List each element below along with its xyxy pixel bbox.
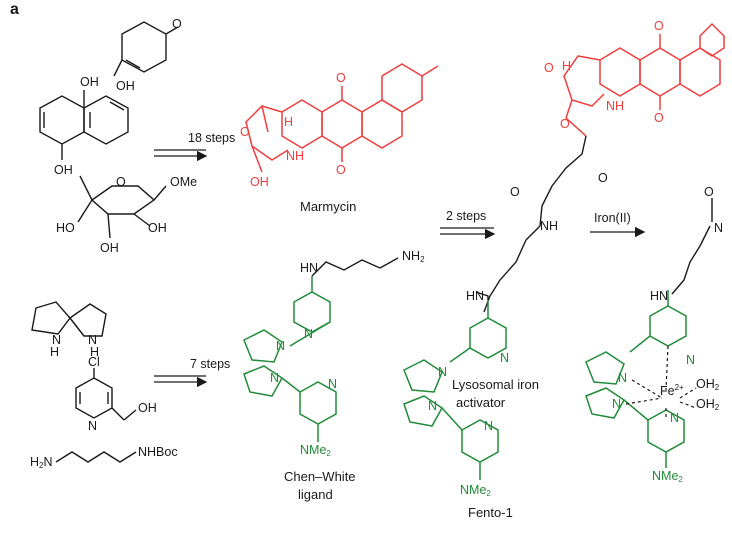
atom-label-nme2: NMe2 (300, 443, 331, 458)
atom-label-oh: OH (54, 163, 73, 177)
atom-label-n: N (714, 221, 724, 235)
arrow-label-18-steps: 18 steps (188, 131, 236, 145)
atom-label-oh2: OH2 (696, 397, 720, 412)
atom-label-nme2: NMe2 (652, 469, 683, 484)
ester-linker-structure (483, 135, 587, 313)
atom-label-o: O (598, 171, 608, 185)
atom-label-o: O (116, 175, 126, 189)
atom-label-oh: OH (80, 75, 99, 89)
atom-label-oh: OH (148, 221, 167, 235)
fento1-linker (475, 291, 489, 300)
atom-label-n: N (612, 397, 622, 411)
marmycin-structure (245, 63, 439, 173)
atom-label-n: N (438, 365, 448, 379)
panel-label: a (10, 1, 19, 18)
atom-label-n: N (500, 351, 510, 365)
atom-label-n: N (88, 419, 98, 433)
atom-label-o: O (560, 117, 570, 131)
boc-diamine-structure (55, 451, 137, 463)
compound-label-chen-white-line2: ligand (298, 487, 333, 502)
atom-label-o: O (240, 125, 250, 139)
atom-label-n: N (52, 333, 62, 347)
atom-label-o: O (654, 19, 664, 33)
atom-label-ome: OMe (170, 175, 198, 189)
atom-label-oh: OH (138, 401, 157, 415)
atom-label-h: H (562, 59, 572, 73)
arrow-label-2-steps: 2 steps (446, 209, 487, 223)
atom-label-o: O (336, 163, 346, 177)
compound-label-marmycin: Marmycin (300, 199, 357, 214)
arrow-label-7-steps: 7 steps (190, 357, 231, 371)
atom-label-oh2: OH2 (696, 377, 720, 392)
atom-label-cl: Cl (88, 355, 100, 369)
atom-label-n: N (428, 399, 438, 413)
atom-label-oh: OH (116, 79, 135, 93)
atom-label-h2n: H2N (30, 455, 53, 470)
chen-white-structure (243, 276, 337, 442)
atom-label-o: O (336, 71, 346, 85)
bipyrrolidine-structure (31, 301, 107, 337)
atom-label-nh: NH (540, 219, 559, 233)
atom-label-oh: OH (250, 175, 269, 189)
atom-label-nhboc: NHBoc (138, 445, 178, 459)
atom-label-n: N (670, 411, 680, 425)
compound-label-fento-1: Fento-1 (468, 505, 513, 520)
aminobutyl-chain (311, 257, 399, 277)
atom-label-n: N (484, 419, 494, 433)
atom-label-hn: HN (650, 289, 669, 303)
iron-complex-structure (585, 290, 687, 468)
compound-label-chen-white-line1: Chen–White (284, 469, 356, 484)
iron-coordination-bonds (625, 345, 697, 418)
atom-label-o: O (704, 185, 714, 199)
atom-label-nme2: NMe2 (460, 483, 491, 498)
atom-label-ho: HO (56, 221, 75, 235)
cyclohexanedione-structure (113, 21, 179, 77)
atom-label-nh2: NH2 (402, 249, 425, 264)
sugar-structure (77, 175, 167, 239)
naphthalenediol-structure (39, 90, 129, 160)
atom-label-nh: NH (286, 149, 305, 163)
atom-label-o: O (510, 185, 520, 199)
atom-label-hn: HN (466, 289, 485, 303)
atom-label-n: N (328, 377, 338, 391)
reaction-arrows (154, 149, 646, 388)
atom-label-o: O (544, 61, 554, 75)
atom-label-h: H (50, 345, 60, 359)
atom-label-n: N (270, 371, 280, 385)
arrow-label-iron-ii: Iron(II) (594, 211, 631, 225)
atom-label-h: H (284, 115, 294, 129)
atom-label-fe2plus: Fe2+ (660, 383, 684, 399)
iron-linker (671, 198, 713, 295)
atom-label-oh: OH (100, 241, 119, 255)
atom-label-hn: HN (300, 261, 319, 275)
atom-label-o: O (654, 111, 664, 125)
chloropyridine-structure (75, 368, 137, 421)
compound-label-lysosomal-line2: activator (456, 395, 506, 410)
atom-label-n: N (88, 333, 98, 347)
atom-label-n: N (618, 371, 628, 385)
fento-marmycin-core (563, 22, 725, 137)
atom-label-n: N (304, 327, 314, 341)
atom-label-o: O (172, 17, 182, 31)
compound-label-lysosomal-line1: Lysosomal iron (452, 377, 539, 392)
atom-label-nh: NH (606, 99, 625, 113)
atom-label-h: H (90, 345, 100, 359)
atom-label-n: N (686, 353, 696, 367)
fento1-structure (403, 300, 507, 480)
atom-label-n: N (276, 339, 286, 353)
